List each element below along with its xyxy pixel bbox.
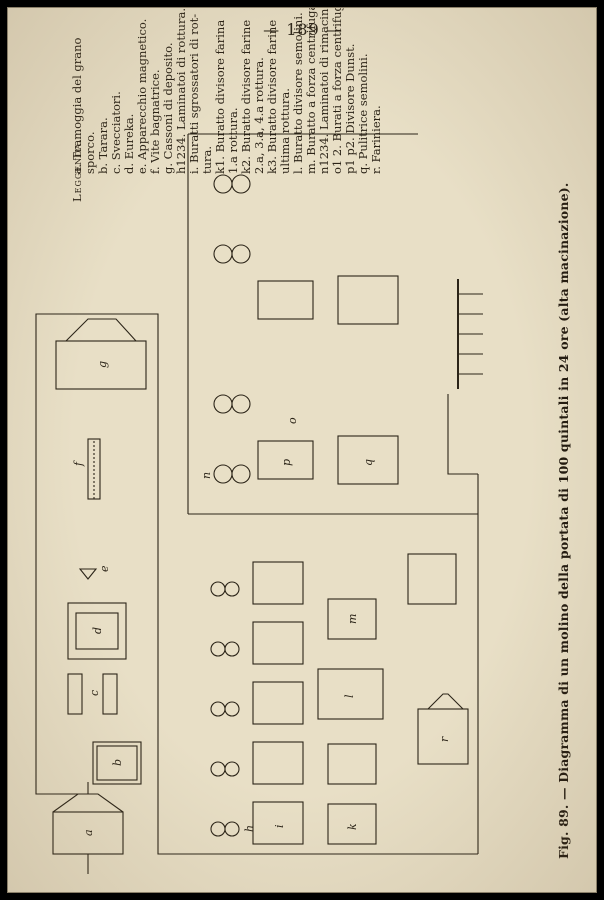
- label-c: c: [88, 690, 101, 696]
- sieve-outlets: [458, 293, 483, 375]
- buratti-i: [252, 561, 304, 845]
- pulitrice-q2: [337, 275, 399, 325]
- label-k: k: [346, 823, 359, 830]
- label-b: b: [111, 759, 124, 766]
- eureka-d: [67, 602, 127, 660]
- label-f: f: [72, 460, 85, 467]
- label-m: m: [346, 614, 359, 624]
- laminatoi-h: [210, 581, 240, 837]
- label-o: o: [286, 417, 299, 424]
- book-page: — 189 — Leggenda. a. Tramoggia del grano…: [7, 7, 597, 893]
- divisore-p1: [257, 440, 314, 480]
- page-number: — 189 —: [263, 20, 343, 39]
- mill-flow-diagram: a b c d e f g h i k l m n o p q r: [35, 133, 483, 874]
- svecciatore-c1: [67, 673, 83, 715]
- svecciatore-c2: [102, 673, 118, 715]
- apparecchio-e: [78, 568, 98, 580]
- label-r: r: [438, 736, 451, 742]
- rimacina-n: [213, 174, 251, 484]
- label-q: q: [362, 459, 375, 466]
- tarara-b: [92, 741, 142, 785]
- label-a: a: [82, 829, 95, 836]
- buratti-k: [317, 553, 457, 845]
- label-e: e: [98, 565, 111, 572]
- fariniera-r: [417, 708, 469, 765]
- label-l: l: [343, 694, 356, 698]
- label-g: g: [96, 361, 109, 368]
- label-p: p: [280, 459, 293, 466]
- cassone-g: [55, 340, 147, 390]
- label-d: d: [91, 627, 104, 634]
- pulitrice-q1: [337, 435, 399, 485]
- divisore-p2: [257, 280, 314, 320]
- label-i: i: [273, 824, 286, 828]
- hopper-a: [52, 782, 124, 874]
- label-h: h: [243, 825, 256, 832]
- label-n: n: [200, 472, 213, 479]
